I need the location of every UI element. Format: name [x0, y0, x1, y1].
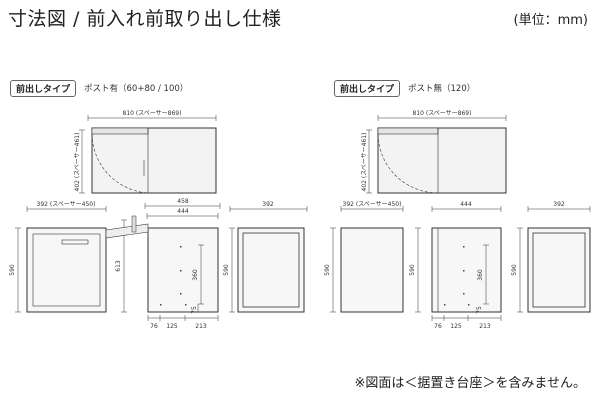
dim-inner-height: 360: [192, 269, 199, 281]
back-view-with-post: [229, 206, 308, 313]
dim-side-width: 444: [460, 201, 472, 208]
dim-bottom-c: 213: [479, 323, 491, 330]
side-view-no-post: [415, 206, 502, 321]
dim-bottom-c: 213: [195, 323, 207, 330]
dim-back-width: 392: [553, 201, 565, 208]
dim-side-height: 613: [115, 260, 122, 272]
front-view-no-post: [330, 206, 404, 313]
dim-bottom-b: 125: [450, 323, 462, 330]
page-title: 寸法図 / 前入れ前取り出し仕様: [8, 8, 282, 30]
dim-front-width: 392 (スペーサー450): [343, 201, 402, 208]
variant-with-post-header: 前出しタイプ ポスト有（60+80 / 100）: [10, 78, 188, 98]
dim-height-side: 402 (スペーサー461): [361, 133, 368, 192]
dim-bottom-a: 76: [434, 323, 442, 330]
dim-bottom-b: 125: [166, 323, 178, 330]
front-view-with-post: [15, 206, 107, 313]
unit-label: (単位：mm): [513, 13, 588, 28]
variant-tag: 前出しタイプ: [10, 79, 77, 97]
dim-height-side: 402 (スペーサー461): [74, 133, 81, 192]
dim-bottom-a: 76: [150, 323, 158, 330]
dim-back-height: 590: [511, 264, 518, 276]
dim-inner-height: 360: [477, 269, 484, 281]
dim-front-width: 392 (スペーサー450): [37, 201, 96, 208]
dim-back-width: 392: [262, 201, 274, 208]
variant-tag: 前出しタイプ: [334, 79, 401, 97]
top-view-no-post: [366, 115, 507, 194]
dim-front-height: 590: [324, 264, 331, 276]
dim-bottom-gap: 75: [476, 306, 483, 314]
footer-note: ※図面は＜据置き台座＞を含みません。: [354, 376, 586, 391]
side-view-with-post: [105, 203, 221, 321]
dim-back-height: 590: [223, 264, 230, 276]
top-view-with-post: [79, 115, 217, 194]
variant-spec: ポスト無（120）: [408, 84, 476, 94]
dim-side-outer: 458: [177, 198, 189, 205]
dim-front-height: 590: [9, 264, 16, 276]
variant-no-post-header: 前出しタイプ ポスト無（120）: [334, 78, 475, 98]
dim-width-top: 810 (スペーサー869): [413, 110, 472, 117]
dim-width-top: 810 (スペーサー869): [123, 110, 182, 117]
back-view-no-post: [517, 206, 591, 313]
fixing-holes: [160, 246, 470, 306]
variant-spec: ポスト有（60+80 / 100）: [84, 84, 189, 94]
dim-bottom-gap: 75: [191, 306, 198, 314]
dim-side-height: 590: [409, 264, 416, 276]
dim-side-inner: 444: [177, 208, 189, 215]
